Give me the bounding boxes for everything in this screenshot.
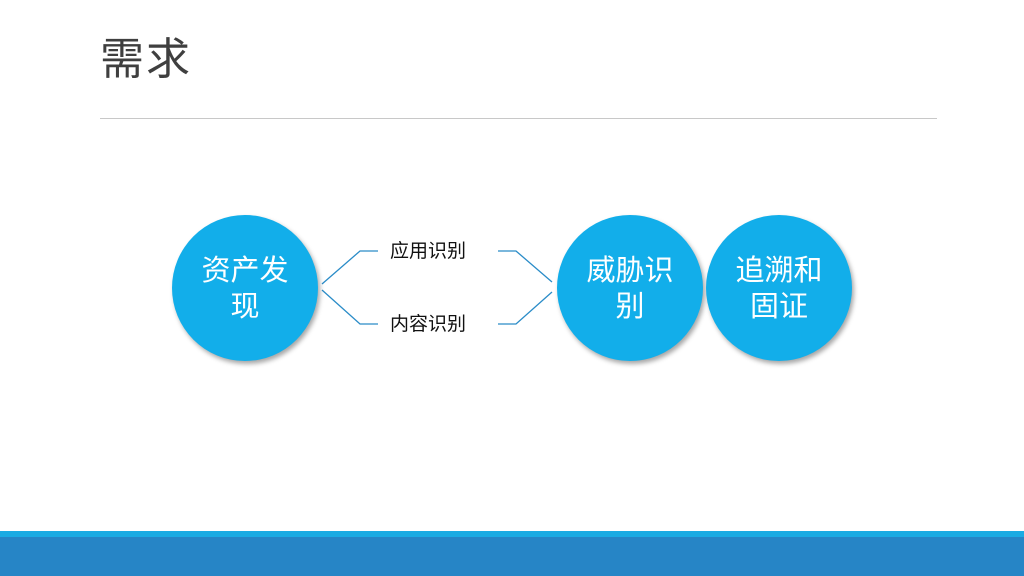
node-trace-and-evidence: 追溯和固证 xyxy=(706,215,852,361)
node-label: 资产发现 xyxy=(201,253,289,323)
footer-stripe xyxy=(0,531,1024,537)
node-threat-identification: 威胁识别 xyxy=(557,215,703,361)
slide-title: 需求 xyxy=(100,34,192,85)
node-asset-discovery: 资产发现 xyxy=(172,215,318,361)
title-divider xyxy=(100,118,937,119)
node-label: 追溯和固证 xyxy=(735,253,823,323)
branch-app-identification: 应用识别 xyxy=(390,240,467,262)
node-label: 威胁识别 xyxy=(586,253,674,323)
branch-content-identification: 内容识别 xyxy=(390,313,467,335)
footer-bar xyxy=(0,537,1024,576)
